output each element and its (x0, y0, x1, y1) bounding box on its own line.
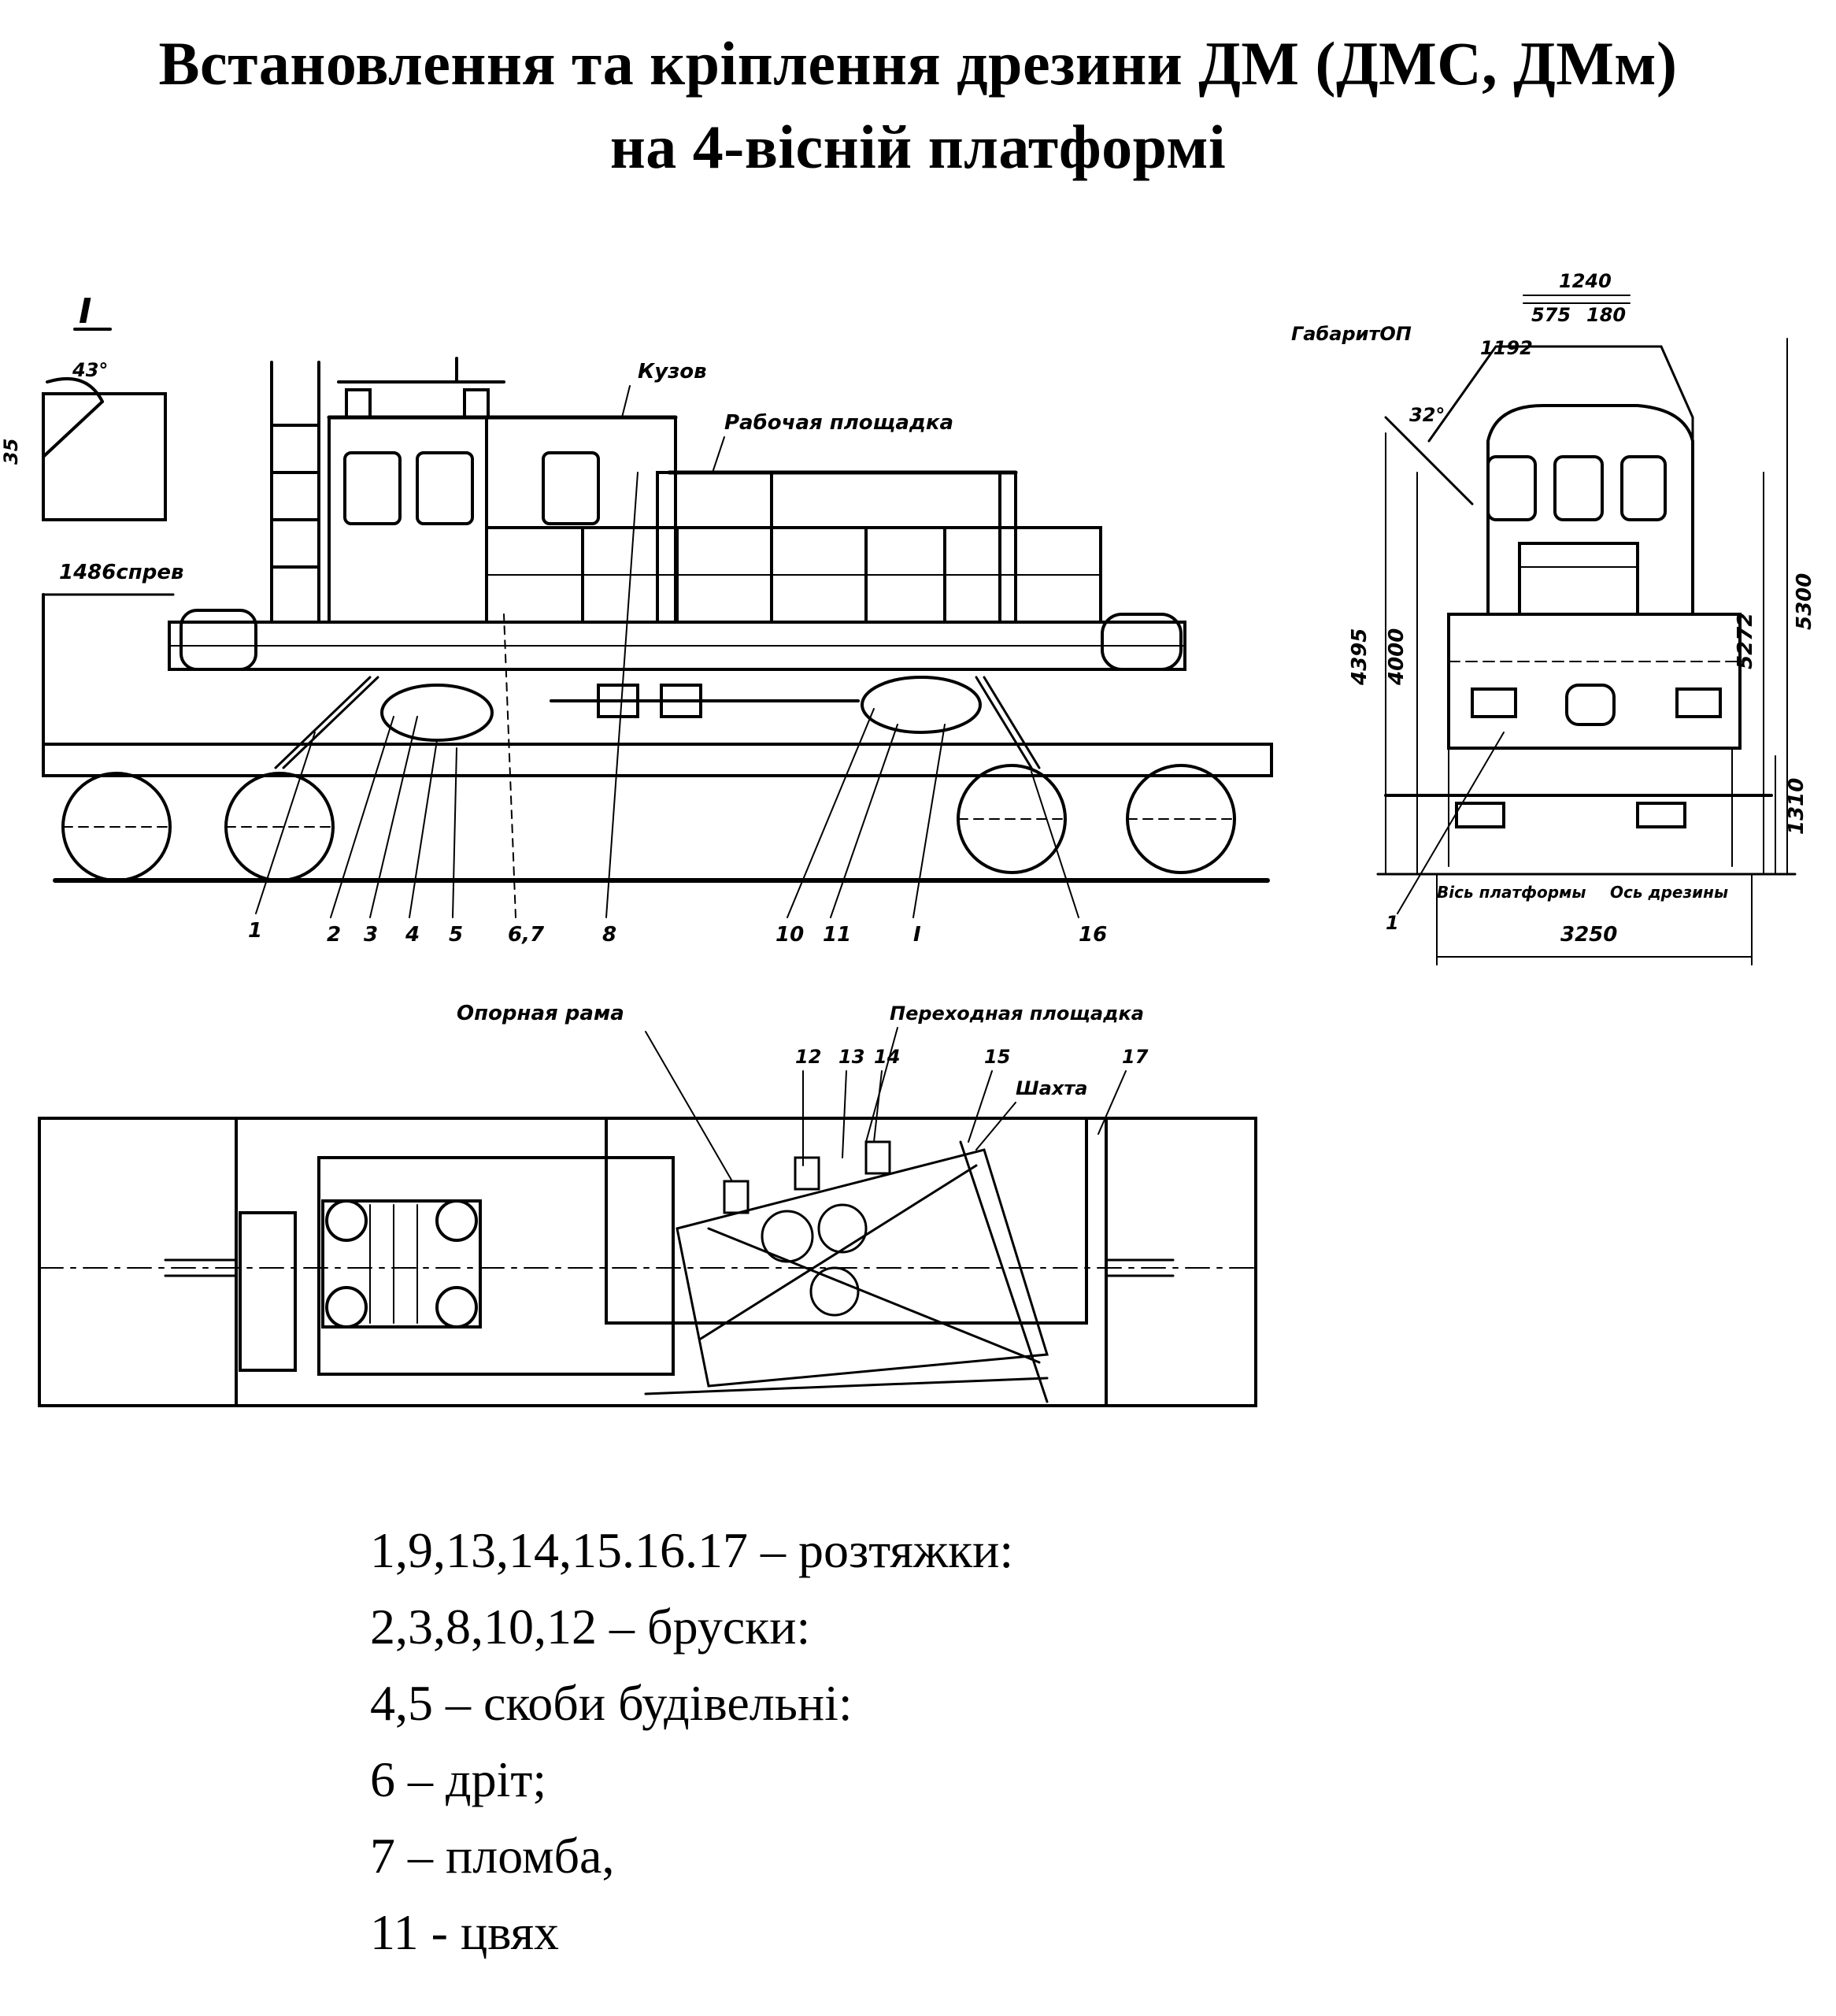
plan-callout-15: 15 (984, 1046, 1010, 1068)
legend-line-2: 2,3,8,10,12 – бруски: (370, 1599, 811, 1655)
dim-5272: 5272 (1734, 613, 1757, 669)
plan-callout-14: 14 (874, 1046, 900, 1068)
label-body: Кузов (638, 360, 707, 384)
section-mark: I (79, 291, 91, 332)
callout-6-7: 6,7 (508, 923, 545, 947)
page-title-line-2: на 4-вісній платформі (609, 113, 1227, 181)
dim-575: 575 (1531, 304, 1571, 326)
cab (270, 357, 678, 624)
callout-2: 2 (327, 923, 341, 947)
angle-label: 43° (72, 359, 108, 381)
callout-11: 11 (823, 923, 851, 947)
work-platform (485, 470, 1102, 624)
angle-detail: 43° 35 (0, 359, 167, 521)
legend-line-1: 1,9,13,14,15.16.17 – розтяжки: (370, 1522, 1014, 1578)
dim-3250: 3250 (1560, 923, 1617, 947)
dim-1240: 1240 (1559, 270, 1612, 292)
label-gauge: ГабаритОП (1291, 323, 1412, 345)
plan-platform-outline (38, 1117, 1257, 1407)
plan-callout-13: 13 (838, 1046, 864, 1068)
dim-35: 35 (0, 439, 22, 465)
dim-track-label: 1486спрев (59, 561, 183, 584)
label-support-frame: Опорная рама (457, 1002, 624, 1025)
callout-16: 16 (1079, 923, 1107, 947)
end-callout-1: 1 (1386, 912, 1399, 934)
page-title-line-1: Встановлення та кріплення дрезини ДМ (ДМ… (158, 29, 1678, 98)
legend-line-4: 6 – дріт; (370, 1751, 547, 1807)
dim-5300: 5300 (1793, 573, 1816, 630)
support-frame-assembly (644, 1140, 1049, 1403)
lashings (274, 676, 1041, 769)
dim-1310: 1310 (1785, 778, 1808, 835)
callout-8: 8 (602, 923, 616, 947)
angle-32: 32° (1409, 404, 1445, 426)
legend-line-3: 4,5 – скоби будівельні: (370, 1675, 853, 1731)
trolley-bogies (380, 676, 982, 742)
callout-4: 4 (405, 923, 420, 947)
label-trolley-axis: Ось дрезины (1610, 883, 1728, 902)
callout-10: 10 (775, 923, 804, 947)
platform-deck (42, 743, 1273, 777)
side-view: I 43° 35 1486спрев (0, 291, 1273, 947)
label-platform-axis: Вісь платформы (1437, 883, 1586, 902)
callout-I: I (913, 923, 921, 947)
platform-wheels (61, 764, 1236, 882)
legend: 1,9,13,14,15.16.17 – розтяжки: 2,3,8,10,… (370, 1512, 1013, 1970)
dim-4000: 4000 (1385, 628, 1408, 686)
callout-1: 1 (248, 919, 262, 943)
plan-view: Опорная рама Переходная площадка Шахта 1… (38, 1002, 1257, 1407)
callout-leaders (255, 472, 1079, 918)
callout-5: 5 (449, 923, 463, 947)
plan-callout-17: 17 (1122, 1046, 1149, 1068)
legend-line-6: 11 - цвях (370, 1904, 559, 1960)
legend-line-5: 7 – пломба, (370, 1828, 615, 1884)
label-transition-platform: Переходная площадка (890, 1002, 1144, 1025)
callout-3: 3 (364, 923, 378, 947)
end-view: 1240 575 180 ГабаритОП 1192 32° (1291, 270, 1816, 965)
label-work-platform: Рабочая площадка (724, 411, 953, 435)
dim-180: 180 (1586, 304, 1626, 326)
label-shaft: Шахта (1016, 1077, 1087, 1099)
dim-4395: 4395 (1348, 628, 1371, 686)
plan-callout-12: 12 (795, 1046, 821, 1068)
